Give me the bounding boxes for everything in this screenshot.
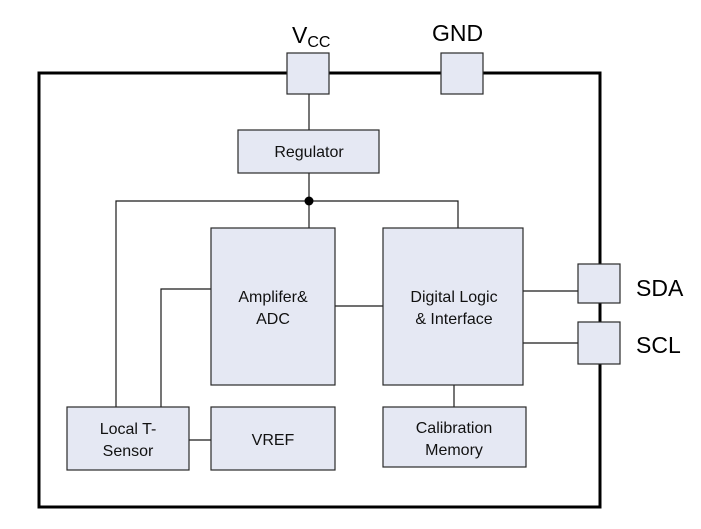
gnd-pin-label: GND (432, 20, 483, 46)
calibration-block: Calibration Memory (382, 406, 527, 468)
vref-block: VREF (210, 406, 336, 471)
local-sensor-label-line2: Sensor (103, 443, 154, 460)
wire-sensor-amp (160, 288, 211, 407)
local-sensor-label-line1: Local T- (100, 421, 157, 438)
wires (115, 94, 578, 441)
calibration-label-line1: Calibration (416, 420, 492, 437)
scl-pin-label: SCL (636, 332, 681, 358)
amp-adc-block: Amplifer& ADC (210, 227, 336, 386)
sda-pin-label: SDA (636, 275, 684, 301)
vcc-pin-box (286, 52, 330, 95)
scl-pin-box (577, 321, 621, 365)
amp-adc-label-line1: Amplifer& (238, 289, 308, 306)
vcc-pin-label: VCC (292, 22, 330, 51)
digital-logic-block: Digital Logic & Interface (382, 227, 524, 386)
calibration-label-line2: Memory (425, 442, 483, 459)
wire-power-bus (115, 200, 459, 407)
amp-adc-label-line2: ADC (256, 311, 290, 328)
gnd-pin-box (440, 52, 484, 95)
power-junction-dot (304, 196, 314, 206)
local-sensor-block: Local T- Sensor (66, 406, 190, 471)
digital-logic-label-line2: & Interface (415, 311, 492, 328)
digital-logic-label-line1: Digital Logic (410, 289, 497, 306)
sda-pin-box (577, 263, 621, 304)
regulator-block: Regulator (237, 129, 380, 174)
vref-label: VREF (252, 432, 295, 449)
regulator-label: Regulator (274, 144, 344, 161)
